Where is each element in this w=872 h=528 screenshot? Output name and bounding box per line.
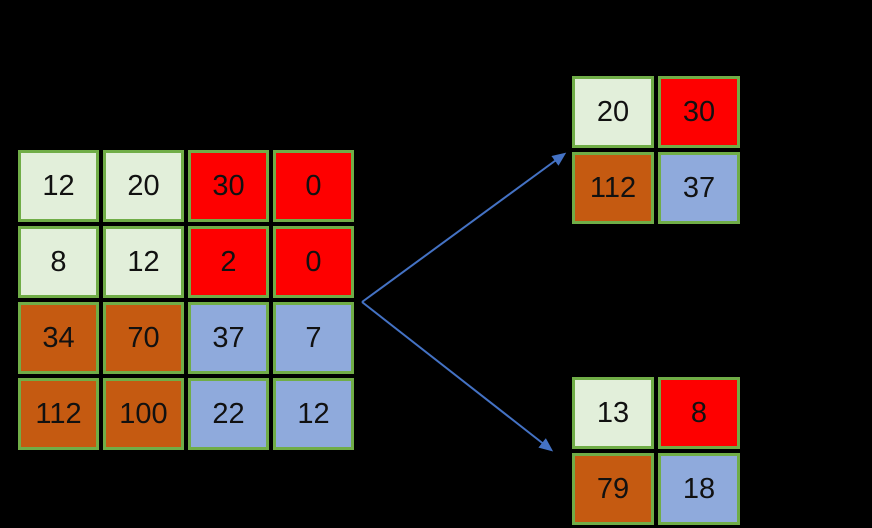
matrix-cell: 12 bbox=[18, 150, 99, 222]
matrix-cell: 22 bbox=[188, 378, 269, 450]
matrix-cell: 34 bbox=[18, 302, 99, 374]
matrix-cell: 8 bbox=[18, 226, 99, 298]
matrix-cell: 20 bbox=[103, 150, 184, 222]
matrix-cell: 37 bbox=[658, 152, 740, 224]
matrix-cell: 8 bbox=[658, 377, 740, 449]
matrix-cell: 0 bbox=[273, 226, 354, 298]
arrow-to-average-pooling-icon bbox=[361, 301, 554, 452]
matrix-cell: 12 bbox=[273, 378, 354, 450]
matrix-cell: 13 bbox=[572, 377, 654, 449]
matrix-cell: 0 bbox=[273, 150, 354, 222]
matrix-cell: 100 bbox=[103, 378, 184, 450]
matrix-cell: 12 bbox=[103, 226, 184, 298]
matrix-cell: 112 bbox=[18, 378, 99, 450]
arrow-to-max-pooling-icon bbox=[361, 152, 567, 303]
matrix-cell: 79 bbox=[572, 453, 654, 525]
max-pooling-output-matrix: 20 30 112 37 bbox=[572, 76, 740, 224]
matrix-cell: 70 bbox=[103, 302, 184, 374]
matrix-cell: 37 bbox=[188, 302, 269, 374]
matrix-cell: 20 bbox=[572, 76, 654, 148]
matrix-cell: 2 bbox=[188, 226, 269, 298]
average-pooling-output-matrix: 13 8 79 18 bbox=[572, 377, 740, 525]
input-matrix: 12 20 30 0 8 12 2 0 34 70 37 7 112 100 2… bbox=[18, 150, 354, 450]
matrix-cell: 7 bbox=[273, 302, 354, 374]
matrix-cell: 30 bbox=[188, 150, 269, 222]
matrix-cell: 112 bbox=[572, 152, 654, 224]
matrix-cell: 30 bbox=[658, 76, 740, 148]
matrix-cell: 18 bbox=[658, 453, 740, 525]
